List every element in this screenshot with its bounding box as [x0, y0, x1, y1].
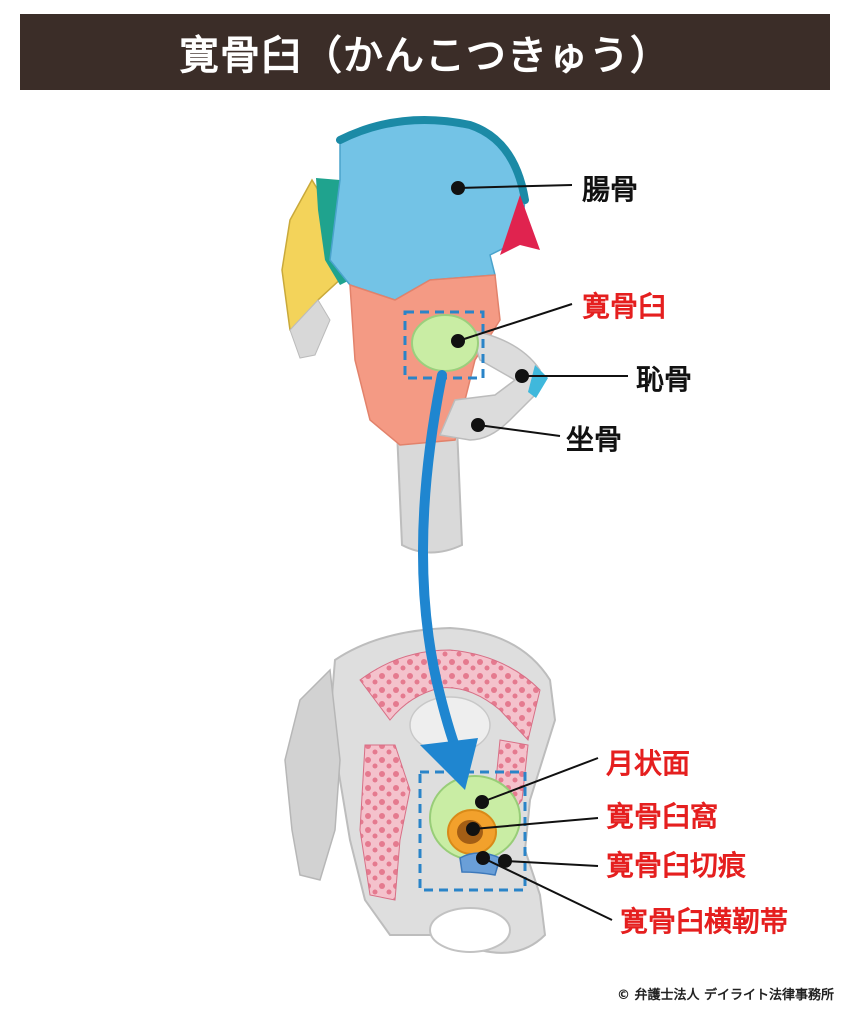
label-acetabular-notch: 寛骨臼切痕 — [606, 844, 746, 884]
upper-hip-illustration — [282, 120, 548, 553]
label-pubis: 恥骨 — [636, 358, 692, 398]
ilium-region — [330, 120, 525, 300]
acetabulum-lunate-surface — [412, 315, 478, 371]
label-transverse-acetabular-ligament: 寛骨臼横靭帯 — [620, 900, 788, 940]
label-acetabulum: 寛骨臼 — [582, 285, 666, 325]
copyright-text: © 弁護士法人 デイライト法律事務所 — [617, 984, 834, 1003]
label-ilium: 腸骨 — [582, 168, 638, 208]
label-lunate-surface: 月状面 — [606, 742, 690, 782]
label-acetabular-fossa: 寛骨臼窩 — [606, 795, 718, 835]
obturator-foramen — [430, 908, 510, 952]
label-ischium: 坐骨 — [566, 418, 622, 458]
sacral-side — [285, 670, 340, 880]
